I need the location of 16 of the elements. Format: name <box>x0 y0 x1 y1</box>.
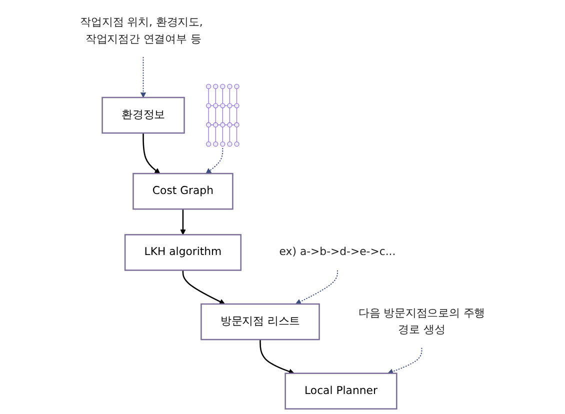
arrow <box>142 133 160 174</box>
node-box: 방문지점 리스트 <box>200 303 320 340</box>
node-text: ex) a->b->d->e->c... <box>279 246 396 258</box>
node-box: Local Planner <box>284 372 398 410</box>
arrow <box>182 270 226 304</box>
arrow <box>388 347 422 374</box>
node-text: 다음 방문지점으로의 주행경로 생성 <box>358 306 486 336</box>
arrow <box>206 147 224 174</box>
node-box: LKH algorithm <box>124 234 242 271</box>
arrow <box>180 209 186 235</box>
node-box: Cost Graph <box>132 172 234 210</box>
arrow <box>140 56 146 98</box>
node-box: 환경정보 <box>102 96 185 134</box>
node-text: 작업지점 위치, 환경지도, 작업지점간 연결여부 등 <box>80 16 203 46</box>
arrow <box>295 270 338 304</box>
arrow <box>260 340 294 374</box>
